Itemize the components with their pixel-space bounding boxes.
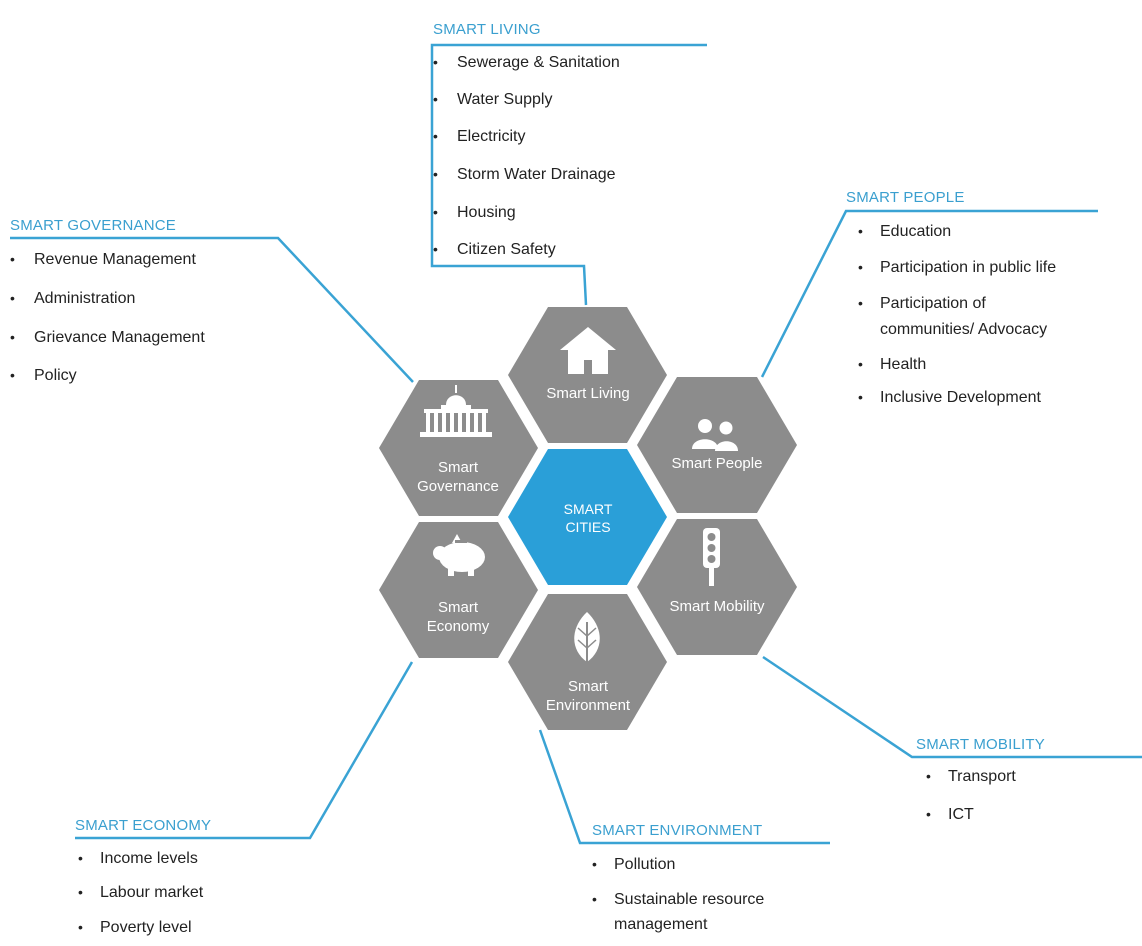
list-item: Labour market <box>100 884 204 901</box>
leaf-icon <box>574 612 600 670</box>
hex-label-smart-people: Smart People <box>672 455 763 472</box>
bullet: • <box>858 295 863 311</box>
hex-label-smart-environment-2: Environment <box>546 697 631 714</box>
list-item: Administration <box>34 290 135 307</box>
bullet: • <box>433 204 438 220</box>
connector-economy <box>75 661 414 840</box>
hex-label-smart-environment-1: Smart <box>568 678 609 695</box>
connector-living <box>430 43 707 306</box>
list-item: Poverty level <box>100 919 192 936</box>
list-item: Income levels <box>100 850 198 867</box>
hex-label-smart-economy-1: Smart <box>438 599 479 616</box>
panel-smart-economy: SMART ECONOMY • Income levels • Labour m… <box>75 817 211 936</box>
list-item: Health <box>880 356 926 373</box>
bullet: • <box>78 850 83 866</box>
bullet: • <box>10 329 15 345</box>
bullet: • <box>433 54 438 70</box>
bullet: • <box>433 91 438 107</box>
hex-smart-living[interactable] <box>508 307 667 443</box>
hex-smart-governance[interactable] <box>379 380 538 516</box>
panel-smart-people: SMART PEOPLE • Education • Participation… <box>846 189 1056 406</box>
connector-environment <box>538 729 830 845</box>
hex-label-smart-governance-2: Governance <box>417 478 499 495</box>
center-label-line2: CITIES <box>565 519 610 535</box>
hex-smart-mobility[interactable] <box>637 519 797 655</box>
hex-label-smart-living: Smart Living <box>546 385 629 402</box>
panel-smart-mobility: SMART MOBILITY • Transport • ICT <box>916 736 1045 823</box>
bullet: • <box>926 806 931 822</box>
list-item: Pollution <box>614 856 675 873</box>
panel-heading: SMART ECONOMY <box>75 817 211 834</box>
hex-label-smart-economy-2: Economy <box>427 618 490 635</box>
connector-people <box>760 209 1098 378</box>
list-item: Sustainable resource <box>614 891 764 908</box>
panel-heading: SMART GOVERNANCE <box>10 217 176 234</box>
piggy-bank-icon <box>433 534 485 576</box>
bullet: • <box>433 128 438 144</box>
traffic-light-icon <box>703 528 720 586</box>
list-item: Electricity <box>457 128 525 145</box>
list-item: Inclusive Development <box>880 389 1042 406</box>
bullet: • <box>592 891 597 907</box>
people-icon <box>692 419 738 451</box>
panel-smart-living: SMART LIVING • Sewerage & Sanitation • W… <box>433 21 620 258</box>
house-icon <box>560 327 616 374</box>
bullet: • <box>926 768 931 784</box>
hex-smart-economy[interactable] <box>379 522 538 658</box>
bullet: • <box>10 367 15 383</box>
list-item: Participation of <box>880 295 986 312</box>
list-item: Grievance Management <box>34 329 205 346</box>
list-item: Education <box>880 223 951 240</box>
list-item: Storm Water Drainage <box>457 166 616 183</box>
bullet: • <box>10 290 15 306</box>
list-item: Transport <box>948 768 1016 785</box>
connectors <box>10 43 1142 845</box>
connector-governance <box>10 236 414 383</box>
center-label-line1: SMART <box>564 501 613 517</box>
bullet: • <box>433 166 438 182</box>
panel-heading: SMART MOBILITY <box>916 736 1045 753</box>
bullet: • <box>10 251 15 267</box>
bullet: • <box>78 919 83 935</box>
list-item: Water Supply <box>457 91 552 108</box>
bullet: • <box>433 241 438 257</box>
bullet: • <box>858 356 863 372</box>
capitol-building-icon <box>420 385 492 437</box>
list-item: Sewerage & Sanitation <box>457 54 620 71</box>
bullet: • <box>78 884 83 900</box>
panel-heading: SMART LIVING <box>433 21 541 38</box>
list-item: communities/ Advocacy <box>880 321 1047 338</box>
panel-smart-governance: SMART GOVERNANCE • Revenue Management • … <box>10 217 205 384</box>
bullet: • <box>858 259 863 275</box>
panel-heading: SMART ENVIRONMENT <box>592 822 762 839</box>
panel-smart-environment: SMART ENVIRONMENT • Pollution • Sustaina… <box>592 822 764 933</box>
list-item: Revenue Management <box>34 251 196 268</box>
list-item: management <box>614 916 708 933</box>
list-item: Participation in public life <box>880 259 1056 276</box>
list-item: Housing <box>457 204 516 221</box>
hex-label-smart-mobility: Smart Mobility <box>669 598 765 615</box>
hex-label-smart-governance-1: Smart <box>438 459 479 476</box>
hex-smart-cities-center[interactable] <box>508 449 667 585</box>
list-item: Citizen Safety <box>457 241 556 258</box>
bullet: • <box>858 389 863 405</box>
panel-heading: SMART PEOPLE <box>846 189 965 206</box>
connector-mobility <box>762 655 1142 759</box>
bullet: • <box>592 856 597 872</box>
bullet: • <box>858 223 863 239</box>
list-item: Policy <box>34 367 77 384</box>
list-item: ICT <box>948 806 974 823</box>
